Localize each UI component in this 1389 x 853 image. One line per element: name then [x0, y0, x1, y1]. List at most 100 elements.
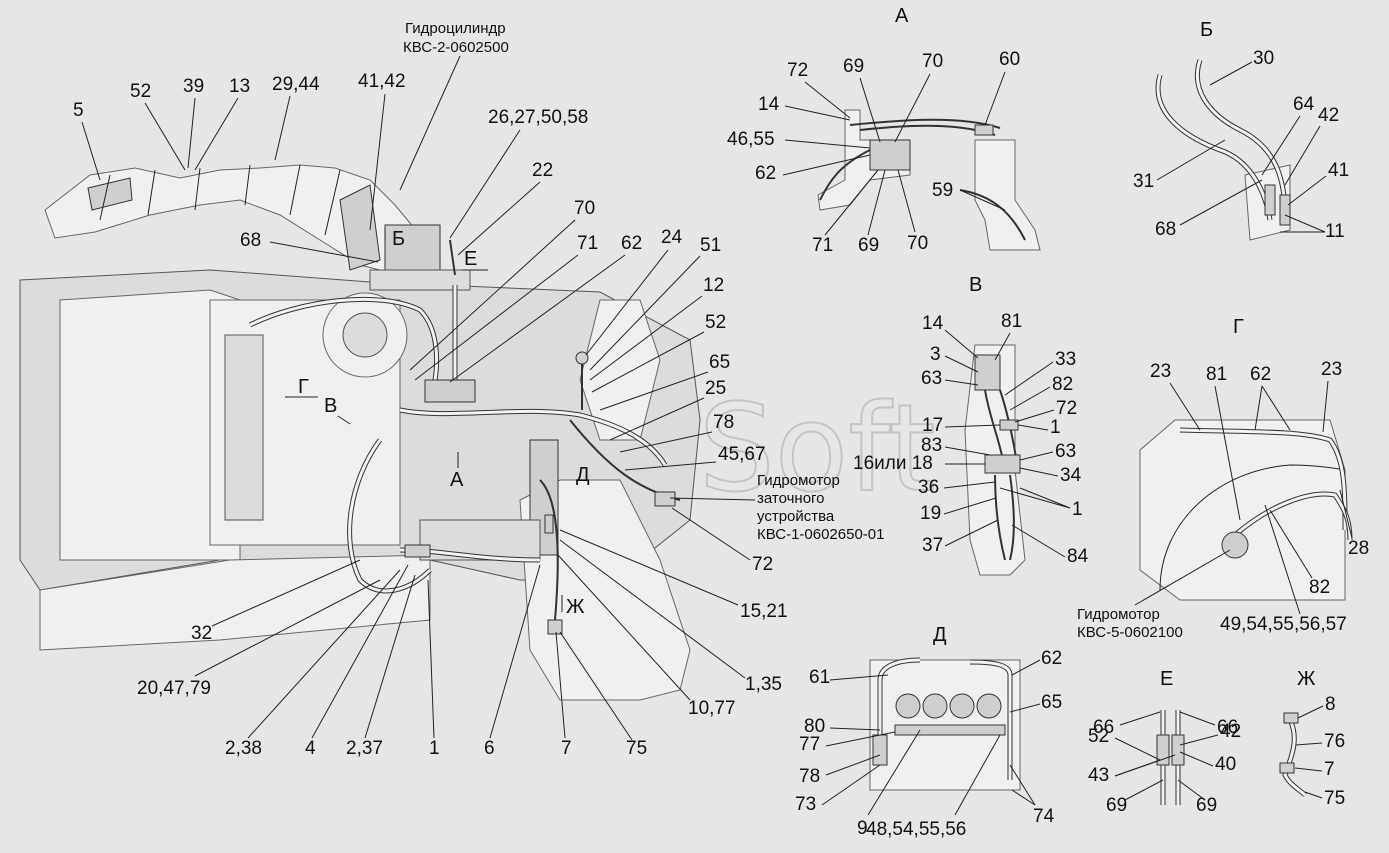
- svg-text:71: 71: [577, 233, 598, 254]
- svg-text:1: 1: [1050, 417, 1061, 438]
- marker-b: Б: [392, 228, 405, 250]
- svg-text:42: 42: [1318, 105, 1339, 126]
- svg-text:20,47,79: 20,47,79: [137, 678, 211, 699]
- svg-text:62: 62: [1250, 364, 1271, 385]
- svg-text:12: 12: [703, 275, 724, 296]
- svg-text:37: 37: [922, 535, 943, 556]
- svg-text:61: 61: [809, 667, 830, 688]
- svg-text:заточного: заточного: [757, 490, 825, 507]
- svg-text:78: 78: [799, 766, 820, 787]
- svg-text:84: 84: [1067, 546, 1089, 567]
- svg-text:23: 23: [1150, 361, 1171, 382]
- marker-v: В: [324, 395, 337, 417]
- view-zh: Ж 8 76 7 75: [1279, 668, 1345, 809]
- svg-text:34: 34: [1060, 465, 1082, 486]
- svg-text:1: 1: [429, 738, 440, 759]
- view-zh-title: Ж: [1297, 668, 1316, 690]
- svg-text:14: 14: [758, 94, 780, 115]
- view-v-title: В: [969, 274, 982, 296]
- svg-text:81: 81: [1206, 364, 1227, 385]
- marker-d: Д: [576, 464, 590, 486]
- svg-text:52: 52: [130, 81, 151, 102]
- svg-text:72: 72: [787, 60, 808, 81]
- svg-text:6: 6: [484, 738, 495, 759]
- svg-text:1,35: 1,35: [745, 674, 782, 695]
- svg-text:4: 4: [305, 738, 316, 759]
- svg-text:7: 7: [1324, 759, 1335, 780]
- svg-text:28: 28: [1348, 538, 1369, 559]
- svg-text:65: 65: [1041, 692, 1062, 713]
- svg-text:68: 68: [1155, 219, 1176, 240]
- svg-text:13: 13: [229, 76, 250, 97]
- svg-text:3: 3: [930, 344, 941, 365]
- svg-text:41,42: 41,42: [358, 71, 406, 92]
- svg-text:52: 52: [1088, 726, 1109, 747]
- svg-text:69: 69: [843, 56, 864, 77]
- svg-text:36: 36: [918, 477, 939, 498]
- view-a-title: А: [895, 5, 909, 27]
- svg-text:78: 78: [713, 412, 734, 433]
- svg-text:62: 62: [1041, 648, 1062, 669]
- svg-text:75: 75: [626, 738, 647, 759]
- svg-text:51: 51: [700, 235, 721, 256]
- svg-text:КВС-1-0602650-01: КВС-1-0602650-01: [757, 526, 885, 543]
- svg-text:76: 76: [1324, 731, 1345, 752]
- svg-text:72: 72: [1056, 398, 1077, 419]
- svg-text:45,67: 45,67: [718, 444, 766, 465]
- svg-text:63: 63: [921, 368, 942, 389]
- svg-text:43: 43: [1088, 765, 1109, 786]
- svg-text:устройства: устройства: [757, 508, 835, 525]
- marker-e: Е: [464, 248, 477, 270]
- svg-text:69: 69: [1196, 795, 1217, 816]
- svg-text:72: 72: [752, 554, 773, 575]
- svg-text:62: 62: [621, 233, 642, 254]
- valve-block: [424, 379, 476, 403]
- svg-text:19: 19: [920, 503, 941, 524]
- marker-zh: Ж: [566, 596, 585, 618]
- svg-text:75: 75: [1324, 788, 1345, 809]
- svg-text:60: 60: [999, 49, 1020, 70]
- svg-text:Гидромотор: Гидромотор: [1077, 606, 1160, 623]
- main-labels: 5 52 39 13 29,44 41,42 26,27,50,58 22 68…: [73, 71, 788, 759]
- svg-text:48,54,55,56: 48,54,55,56: [866, 819, 966, 840]
- svg-text:74: 74: [1033, 806, 1055, 827]
- svg-text:62: 62: [755, 163, 776, 184]
- svg-text:81: 81: [1001, 311, 1022, 332]
- svg-text:Гидроцилиндр: Гидроцилиндр: [405, 20, 506, 37]
- svg-text:71: 71: [812, 235, 833, 256]
- svg-text:17: 17: [922, 415, 943, 436]
- svg-text:70: 70: [574, 198, 595, 219]
- svg-text:2,38: 2,38: [225, 738, 262, 759]
- svg-text:24: 24: [661, 227, 683, 248]
- svg-text:23: 23: [1321, 359, 1342, 380]
- svg-text:63: 63: [1055, 441, 1076, 462]
- svg-text:65: 65: [709, 352, 730, 373]
- svg-text:11: 11: [1325, 221, 1345, 242]
- view-b: Б 30 64 42 41 31 68 11: [1133, 19, 1349, 242]
- svg-text:68: 68: [240, 230, 261, 251]
- view-d: Д 61 62 65 80 77 78 73 9 48,54,55,56 74: [795, 624, 1062, 840]
- svg-text:73: 73: [795, 794, 816, 815]
- svg-text:41: 41: [1328, 160, 1349, 181]
- svg-text:52: 52: [705, 312, 726, 333]
- svg-text:82: 82: [1052, 374, 1073, 395]
- svg-text:64: 64: [1293, 94, 1315, 115]
- svg-text:59: 59: [932, 180, 953, 201]
- svg-text:69: 69: [1106, 795, 1127, 816]
- svg-text:25: 25: [705, 378, 726, 399]
- svg-text:33: 33: [1055, 349, 1076, 370]
- svg-text:66: 66: [1093, 717, 1114, 738]
- marker-a: А: [450, 469, 464, 491]
- svg-text:26,27,50,58: 26,27,50,58: [488, 107, 588, 128]
- svg-text:1: 1: [1072, 499, 1083, 520]
- side-tank: [224, 334, 264, 521]
- view-v: В 14 81 3 63 33 82 72 17 1 83 63 16или 1…: [853, 274, 1089, 576]
- hydromotor-g: [1221, 531, 1249, 559]
- svg-text:9: 9: [857, 818, 868, 839]
- svg-text:46,55: 46,55: [727, 129, 775, 150]
- svg-text:39: 39: [183, 76, 204, 97]
- view-b-title: Б: [1200, 19, 1213, 41]
- svg-text:66: 66: [1217, 717, 1238, 738]
- svg-text:Гидромотор: Гидромотор: [757, 472, 840, 489]
